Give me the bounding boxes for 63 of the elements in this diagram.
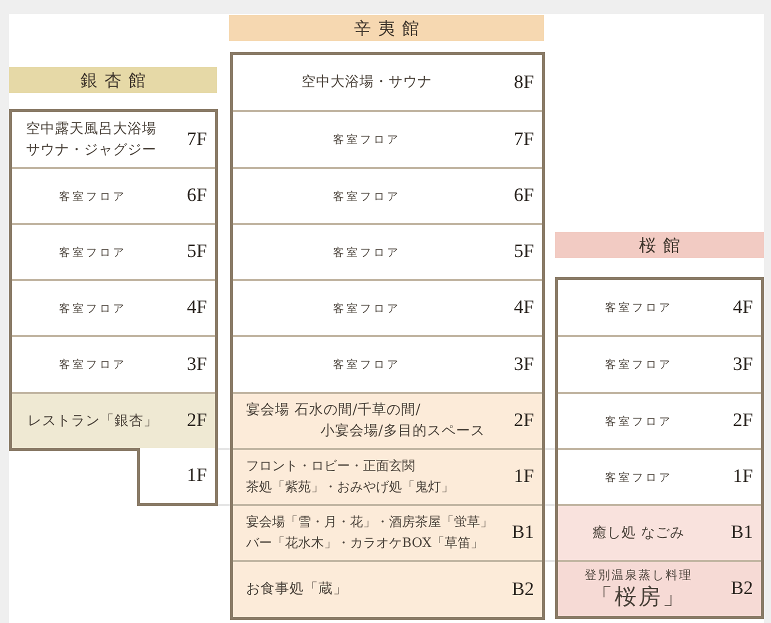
floor-label: 6F: [514, 186, 534, 206]
floor-label: 8F: [514, 72, 534, 92]
facility-text: 客室フロア: [58, 244, 126, 260]
facility-text: 客室フロア: [332, 132, 400, 148]
facility-text: 客室フロア: [604, 300, 672, 316]
facility-text: 客室フロア: [604, 470, 672, 486]
facility-text: 客室フロア: [332, 188, 400, 204]
floor-label: 4F: [186, 298, 207, 318]
floor-label: B2: [730, 579, 753, 599]
facility-text: レストラン「銀杏」: [27, 412, 158, 430]
floor-row: [233, 504, 542, 560]
facility-text: 客室フロア: [332, 244, 400, 260]
facility-text: 茶処「紫苑」・おみやげ処「鬼灯」: [246, 479, 454, 497]
header-band: 銀杏館: [9, 67, 217, 93]
floor-label: 7F: [186, 130, 207, 150]
facility-text: 宴会場 石水の間/千草の間/小宴会場/多目的スペース: [246, 401, 485, 441]
facility-text: 癒し処 なごみ: [592, 524, 684, 542]
floor-label: 3F: [732, 354, 753, 374]
floor-label: 1F: [186, 466, 207, 486]
floor-label: 2F: [514, 411, 534, 431]
facility-text: 宴会場「雪・月・花」・酒房茶屋「蛍草」: [246, 514, 493, 532]
header-band: 桜館: [555, 232, 764, 258]
floor-label: 5F: [186, 242, 207, 262]
facility-text: フロント・ロビー・正面玄関: [246, 458, 415, 476]
floor-label: B1: [730, 523, 753, 543]
facility-text: サウナ・ジャグジー: [26, 140, 156, 160]
floor-label: B1: [512, 523, 534, 543]
facility-text: バー「花水木」・カラオケBOX「草笛」: [246, 535, 484, 553]
floor-label: 4F: [732, 298, 753, 318]
building-frame: [9, 109, 218, 451]
facility-text: 客室フロア: [332, 300, 400, 316]
facility-text: 「桜房」: [590, 584, 686, 612]
floor-label: 3F: [186, 354, 207, 374]
header-band: 辛夷館: [229, 15, 544, 41]
floor-label: 2F: [186, 411, 207, 431]
facility-text: お食事処「蔵」: [246, 580, 348, 599]
floor-label: 6F: [186, 186, 207, 206]
floor-row: [12, 392, 215, 448]
floor-label: 5F: [514, 242, 534, 262]
floor-label: 3F: [514, 354, 534, 374]
facility-text: 客室フロア: [58, 357, 126, 373]
facility-text: 客室フロア: [604, 357, 672, 373]
floor-row: [233, 392, 542, 448]
floor-row: [558, 560, 761, 616]
floor-row: [558, 504, 761, 560]
floor-label: 1F: [514, 467, 534, 487]
facility-text: 客室フロア: [604, 414, 672, 430]
facility-text: 客室フロア: [332, 357, 400, 373]
floor-row: [233, 560, 542, 617]
building-frame: [555, 277, 764, 619]
facility-text: 空中露天風呂大浴場: [26, 120, 156, 138]
floor-row: [137, 448, 218, 506]
floor-row: [233, 448, 542, 504]
floor-label: 1F: [732, 467, 753, 487]
floor-label: 2F: [732, 411, 753, 431]
facility-text: 客室フロア: [58, 188, 126, 204]
floor-label: B2: [512, 580, 534, 600]
facility-text: 客室フロア: [58, 300, 126, 316]
facility-text: 登別温泉蒸し料理: [584, 567, 692, 584]
building-frame: [230, 52, 545, 620]
facility-text: 空中大浴場・サウナ: [301, 73, 432, 92]
floor-label: 4F: [514, 298, 534, 318]
floor-label: 7F: [514, 130, 534, 150]
